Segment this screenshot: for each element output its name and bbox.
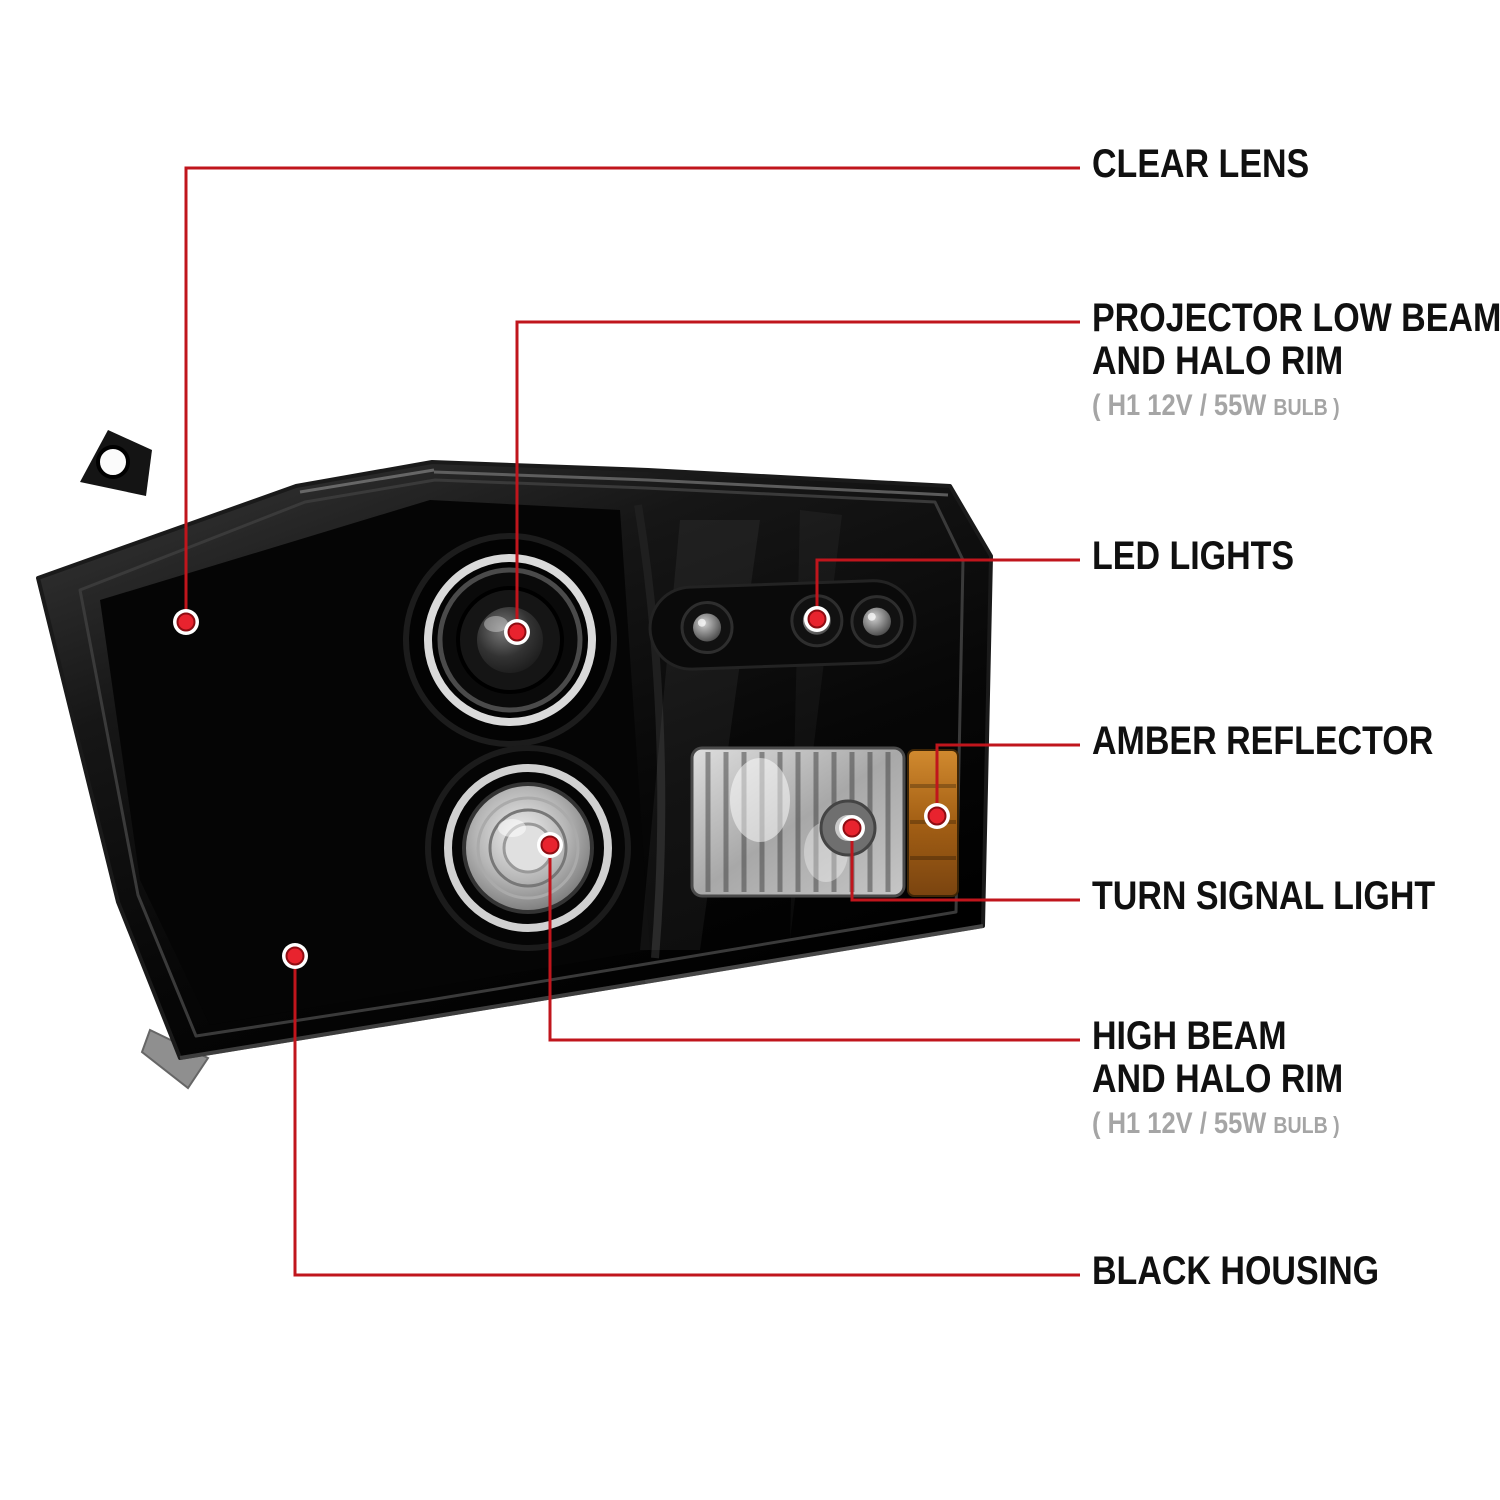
label-projector-low-beam-spec: ( H1 12V / 55W BULB ) (1092, 389, 1500, 423)
label-black-housing: BLACK HOUSING (1092, 1249, 1430, 1293)
callout-line-black-housing (293, 958, 1080, 1277)
spec-bulb-rating: ( H1 12V / 55W (1092, 1107, 1274, 1141)
label-high-beam-spec: ( H1 12V / 55W BULB ) (1092, 1107, 1343, 1141)
marker-dot-clear-lens (173, 609, 199, 635)
callout-line-projector-low-beam (515, 320, 1080, 628)
label-led-lights-title: LED LIGHTS (1092, 534, 1295, 578)
marker-dot-black-housing (282, 943, 308, 969)
spec-bulb-rating: ( H1 12V / 55W (1092, 389, 1274, 423)
marker-dot-led-lights (804, 606, 830, 632)
label-projector-low-beam-title: PROJECTOR LOW BEAM (1092, 296, 1500, 340)
spec-bulb-word: BULB ) (1273, 1112, 1340, 1139)
marker-dot-projector-low-beam (504, 619, 530, 645)
label-turn-signal-title: TURN SIGNAL LIGHT (1092, 874, 1436, 918)
label-turn-signal: TURN SIGNAL LIGHT (1092, 874, 1496, 918)
marker-dot-high-beam (537, 832, 563, 858)
label-clear-lens-title: CLEAR LENS (1092, 142, 1310, 186)
label-high-beam-title2: AND HALO RIM (1092, 1057, 1344, 1102)
label-amber-reflector: AMBER REFLECTOR (1092, 719, 1493, 763)
callout-line-led-lights (815, 558, 1080, 615)
led-bulb (680, 601, 734, 655)
high-beam-lamp (425, 745, 631, 951)
label-led-lights: LED LIGHTS (1092, 534, 1330, 578)
label-high-beam: HIGH BEAM AND HALO RIM ( H1 12V / 55W BU… (1092, 1014, 1388, 1141)
led-strip (648, 579, 917, 671)
marker-dot-turn-signal (839, 815, 865, 841)
label-black-housing-title: BLACK HOUSING (1092, 1249, 1380, 1293)
callout-line-amber-reflector (935, 743, 1080, 812)
callout-dots (173, 606, 950, 969)
label-clear-lens: CLEAR LENS (1092, 142, 1348, 186)
callout-lines (184, 166, 1080, 1277)
marker-dot-amber-reflector (924, 803, 950, 829)
label-high-beam-title: HIGH BEAM (1092, 1014, 1287, 1058)
label-amber-reflector-title: AMBER REFLECTOR (1092, 719, 1434, 763)
turn-signal-section (690, 746, 906, 898)
callout-line-clear-lens (184, 166, 1080, 618)
spec-bulb-word: BULB ) (1273, 394, 1340, 421)
label-projector-low-beam-title2: AND HALO RIM (1092, 339, 1344, 384)
callout-line-high-beam (548, 848, 1080, 1042)
callout-line-turn-signal (850, 832, 1080, 902)
led-bulb (850, 595, 904, 649)
label-projector-low-beam: PROJECTOR LOW BEAM AND HALO RIM ( H1 12V… (1092, 296, 1500, 423)
